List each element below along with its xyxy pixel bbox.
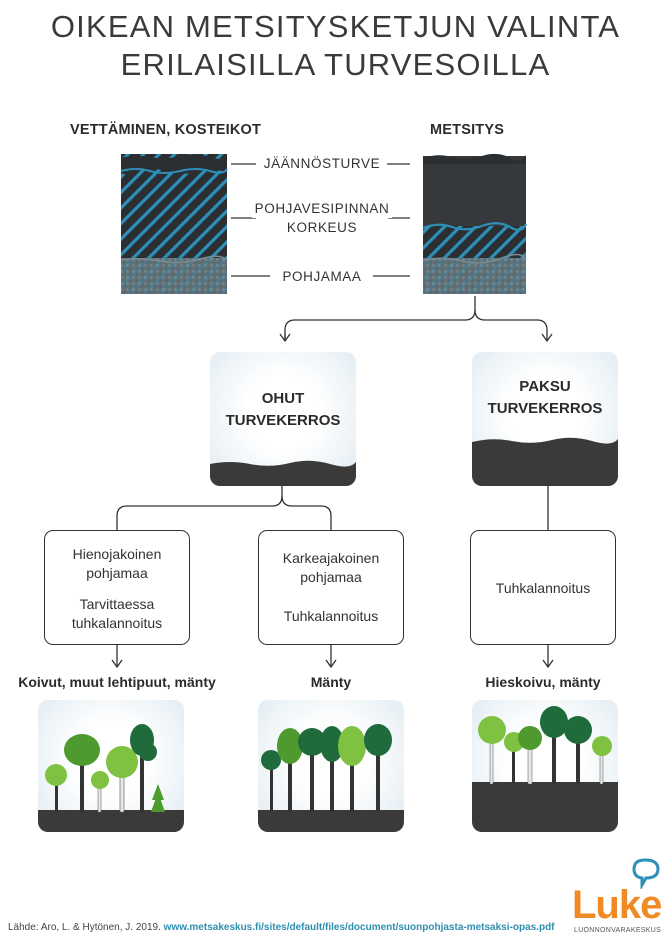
luke-logo: Luke LUONNONVARAKESKUS: [568, 855, 668, 935]
label-groundwater-line-1: POHJAVESIPINNAN: [252, 200, 392, 218]
speech-bubble-icon: [632, 858, 660, 889]
card-thin-peat: OHUT TURVEKERROS: [210, 352, 356, 486]
card-thin-line-2: TURVEKERROS: [225, 412, 341, 429]
box-coarse-line-3: Tuhkalannoitus: [283, 608, 379, 624]
logo-wordmark: Luke: [572, 883, 662, 927]
box-thick-peat: Tuhkalannoitus: [470, 530, 616, 645]
label-connectors: [231, 163, 410, 277]
box-fine-line-2: pohjamaa: [86, 565, 148, 581]
flow-to-results: [111, 645, 554, 669]
box-coarse-line-1: Karkeajakoinen: [282, 550, 380, 566]
label-subsoil: POHJAMAA: [272, 268, 372, 286]
card-thick-line-1: PAKSU: [519, 378, 571, 395]
trees-card-coarse: [258, 700, 404, 832]
header-rewetting: VETTÄMINEN, KOSTEIKOT: [70, 122, 262, 138]
box-coarse-subsoil: Karkeajakoinen pohjamaa Tuhkalannoitus: [258, 530, 404, 645]
trees-thick-illustration: [472, 706, 618, 832]
title-line-2: ERILAISILLA TURVESOILLA: [120, 47, 551, 82]
box-fine-subsoil: Hienojakoinen pohjamaa Tarvittaessa tuhk…: [44, 530, 190, 645]
box-fine-line-1: Hienojakoinen: [72, 546, 162, 562]
thin-peat-layer: [210, 460, 356, 486]
card-thick-peat: PAKSU TURVEKERROS: [472, 352, 618, 486]
label-groundwater-line-2: KORKEUS: [252, 219, 392, 237]
box-fine-line-3: Tarvittaessa: [79, 596, 155, 612]
card-thin-line-1: OHUT: [261, 390, 305, 407]
result-thick: Hieskoivu, mänty: [485, 674, 601, 690]
label-residual-peat: JÄÄNNÖSTURVE: [258, 155, 386, 173]
source-prefix: Lähde: Aro, L. & Hytönen, J. 2019.: [8, 922, 164, 933]
title-line-1: OIKEAN METSITYSKETJUN VALINTA: [50, 9, 621, 44]
trees-fine-illustration: [38, 724, 184, 832]
card-thick-line-2: TURVEKERROS: [487, 400, 603, 417]
trees-card-thick: [472, 700, 618, 832]
box-thick-line-1: Tuhkalannoitus: [495, 580, 591, 596]
soil-profile-rewetting: [120, 154, 228, 294]
logo-subtitle: LUONNONVARAKESKUS: [574, 927, 662, 934]
header-afforestation: METSITYS: [430, 122, 505, 138]
source-link[interactable]: www.metsakeskus.fi/sites/default/files/d…: [163, 922, 555, 933]
thick-peat-layer: [472, 437, 618, 486]
flow-split-arrows: [284, 296, 548, 340]
soil-profile-afforestation: [422, 153, 528, 294]
box-fine-line-4: tuhkalannoitus: [71, 615, 163, 631]
box-coarse-line-2: pohjamaa: [300, 569, 362, 585]
result-coarse: Mänty: [310, 674, 352, 690]
result-fine: Koivut, muut lehtipuut, mänty: [18, 674, 216, 690]
trees-card-fine: [38, 700, 184, 832]
source-citation: Lähde: Aro, L. & Hytönen, J. 2019. www.m…: [8, 922, 555, 933]
trees-coarse-illustration: [258, 724, 404, 832]
flow-thin-split: [116, 486, 549, 530]
